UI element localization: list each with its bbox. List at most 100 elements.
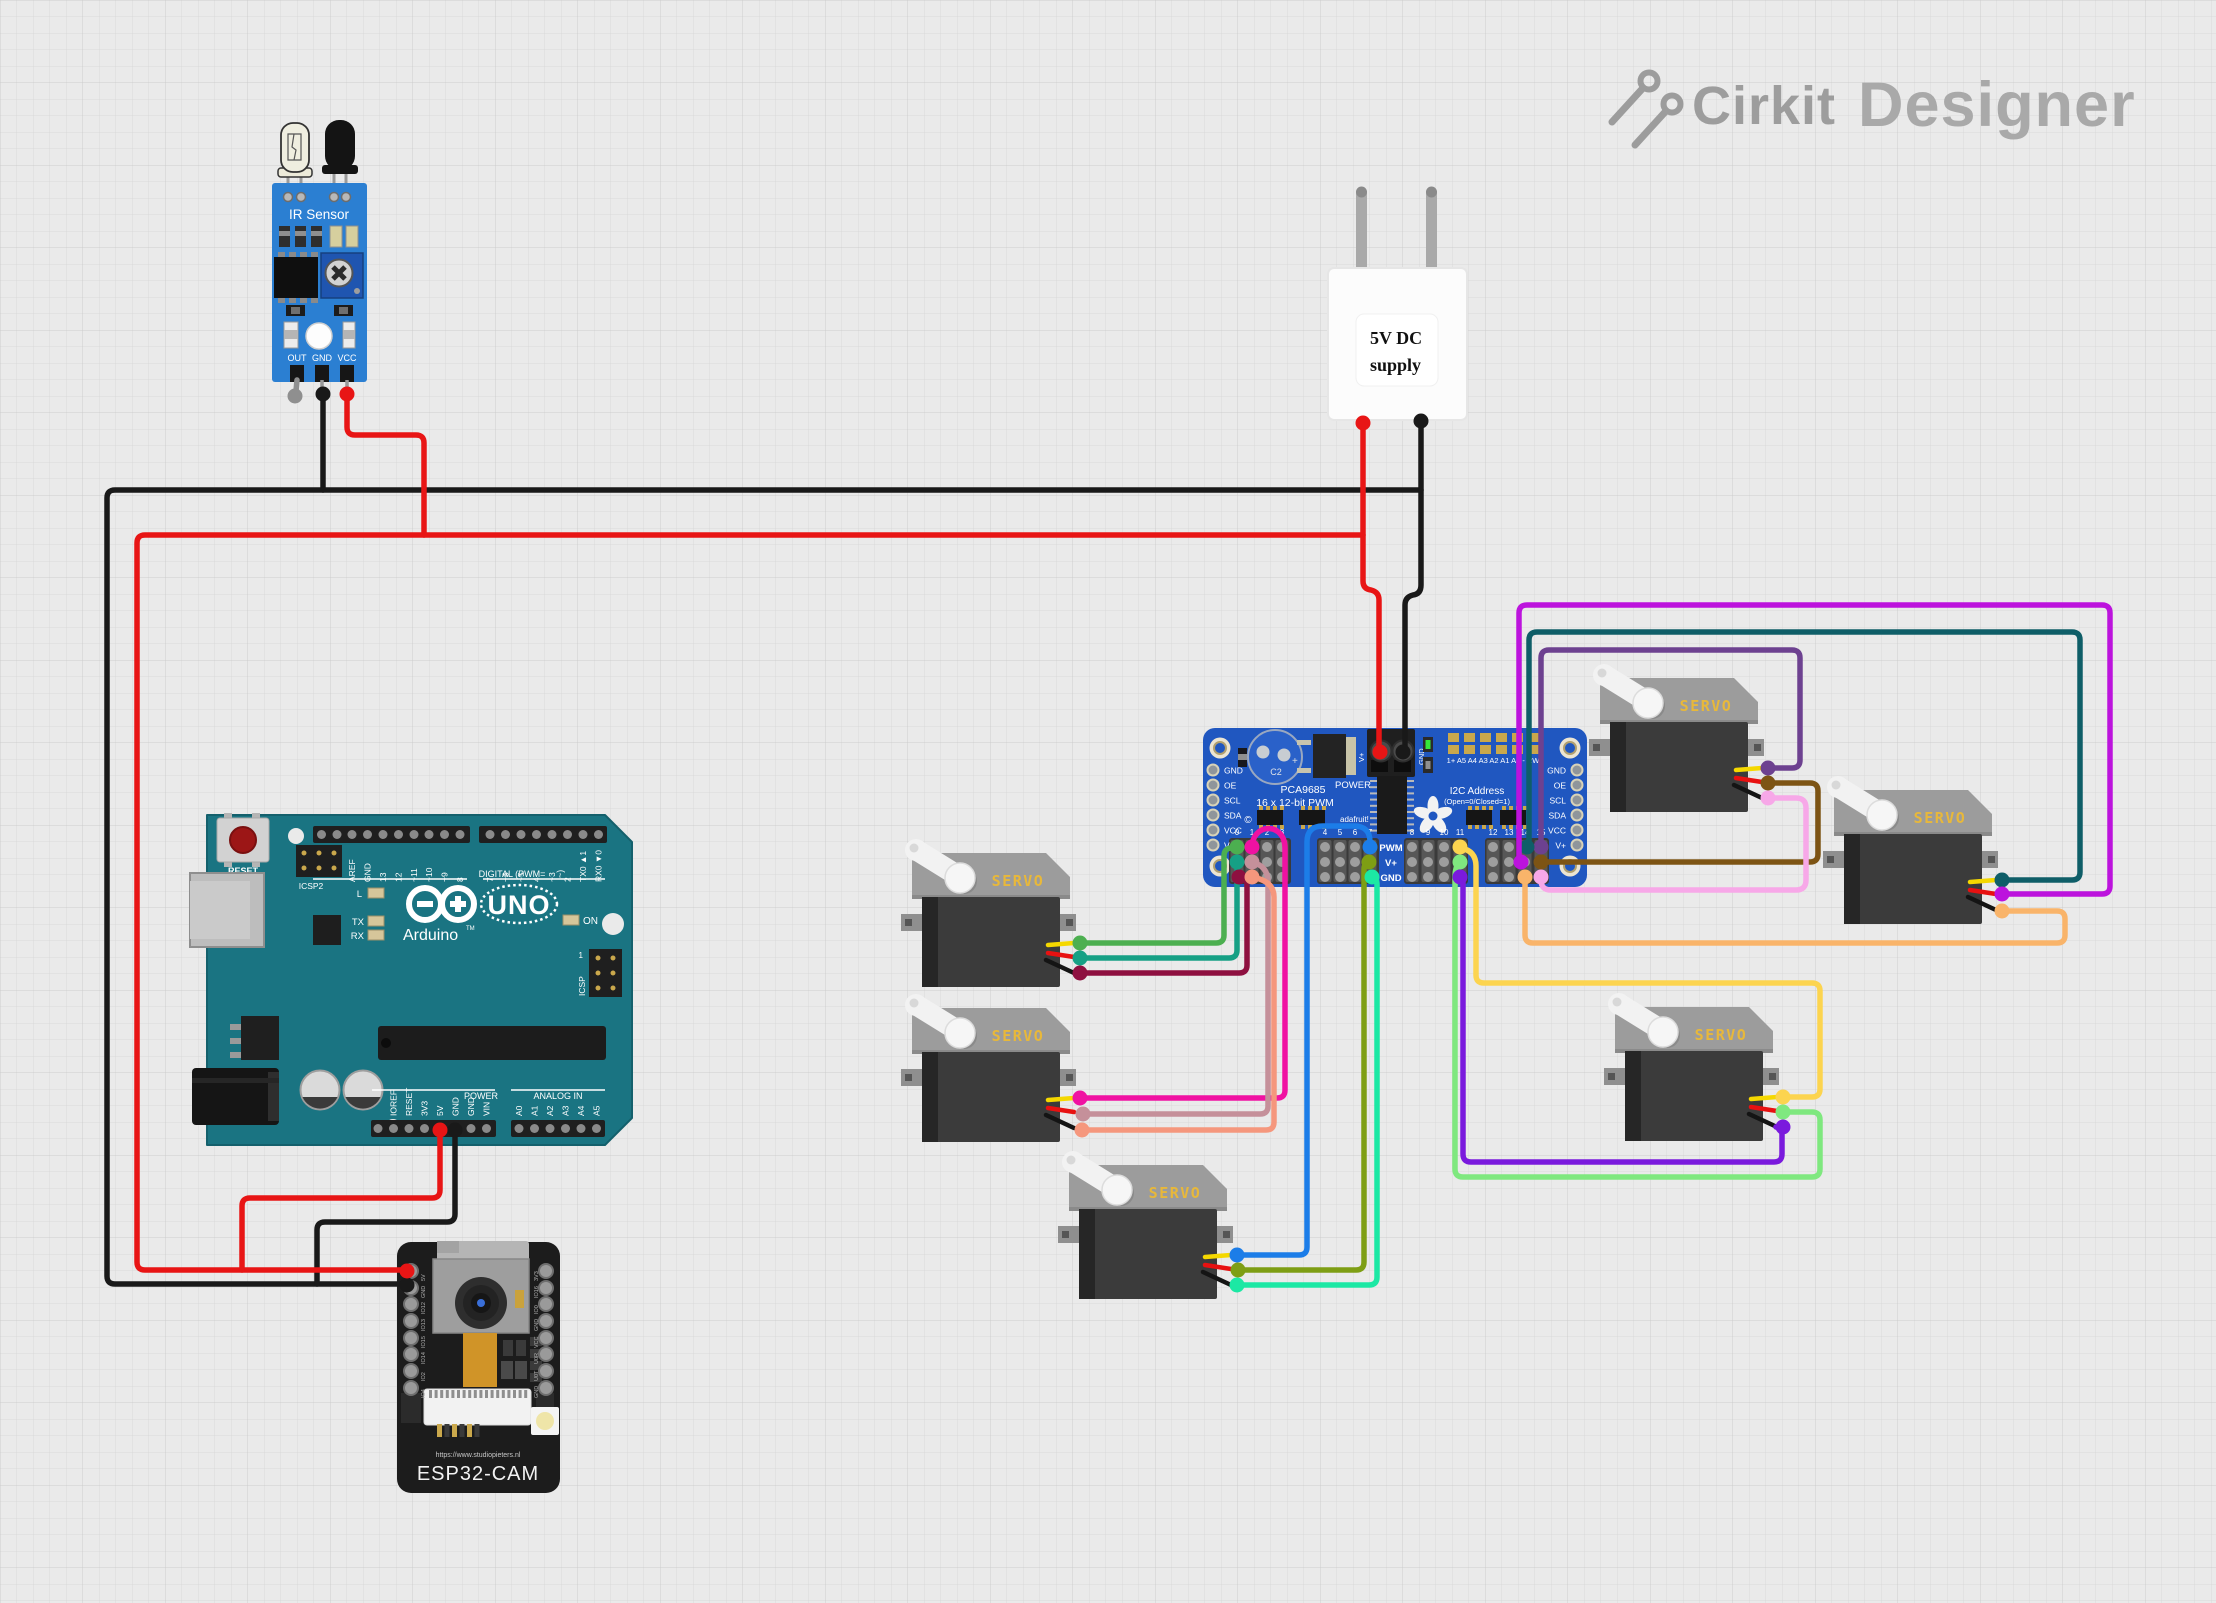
wire-s5-power-terminal[interactable] — [1994, 886, 2010, 902]
wire-s2-power-terminal[interactable] — [1244, 854, 1260, 870]
esp32-pin-right[interactable] — [538, 1280, 554, 1296]
servo-header-block[interactable] — [1404, 838, 1468, 884]
header-pin[interactable] — [1488, 857, 1498, 867]
header-pin[interactable] — [1488, 842, 1498, 852]
header-pin[interactable] — [1335, 842, 1345, 852]
wire-s2-power-terminal[interactable] — [1075, 1106, 1091, 1122]
wire-s1-power[interactable] — [1077, 860, 1240, 961]
reset-button[interactable] — [216, 813, 270, 867]
digital-pin[interactable] — [363, 830, 372, 839]
wire-s2-signal-terminal[interactable] — [1244, 839, 1260, 855]
wire-vcc-rail[interactable] — [134, 532, 1366, 1273]
wire-supply-vcc[interactable] — [1360, 420, 1382, 754]
header-pin[interactable] — [1439, 842, 1449, 852]
wire-s4-signal-terminal[interactable] — [1533, 839, 1549, 855]
wire-s2-ground-terminal[interactable] — [1244, 869, 1260, 885]
wire-s4-ground[interactable] — [1538, 795, 1809, 893]
esp32-pin-right[interactable] — [538, 1263, 554, 1279]
wire-s2-ground-terminal[interactable] — [1074, 1122, 1090, 1138]
digital-pin[interactable] — [501, 830, 510, 839]
digital-pin[interactable] — [394, 830, 403, 839]
header-pin[interactable] — [1504, 857, 1514, 867]
wire-s2-power[interactable] — [1080, 859, 1271, 1117]
header-pin[interactable] — [1350, 842, 1360, 852]
digital-pin[interactable] — [516, 830, 526, 839]
power-analog-pin[interactable] — [561, 1124, 570, 1133]
wire-s5-ground[interactable] — [1522, 874, 2068, 946]
header-pin[interactable] — [1262, 857, 1272, 867]
esp32-pin-left[interactable] — [403, 1346, 419, 1362]
wire-s4-power-terminal[interactable] — [1760, 775, 1776, 791]
digital-pin[interactable] — [455, 830, 465, 839]
servo-motor-6[interactable]: SERVO — [1604, 993, 1780, 1141]
esp32-cam-board[interactable]: https://www.studiopieters.nl ESP32-CAM 5… — [397, 1241, 560, 1493]
breakout-pin-left[interactable] — [1206, 778, 1220, 792]
esp32-pin-right[interactable] — [538, 1363, 554, 1379]
header-pin[interactable] — [1262, 842, 1272, 852]
breakout-pin-right[interactable] — [1570, 793, 1584, 807]
wire-s3-ground-terminal[interactable] — [1229, 1277, 1245, 1293]
wire-s5-ground-terminal[interactable] — [1994, 903, 2010, 919]
wire-s3-power-terminal[interactable] — [1230, 1262, 1246, 1278]
wire-supply-gnd-terminal[interactable] — [1413, 413, 1429, 429]
wire-supply-gnd[interactable] — [1402, 418, 1424, 754]
wire-supply-vcc-terminal[interactable] — [1372, 744, 1388, 760]
power-analog-pin[interactable] — [530, 1124, 539, 1133]
wire-s1-ground-terminal[interactable] — [1072, 965, 1088, 981]
wire-supply-gnd-terminal[interactable] — [1395, 744, 1411, 760]
wire-s1-power-terminal[interactable] — [1229, 854, 1245, 870]
wire-s1-ground-terminal[interactable] — [1231, 869, 1247, 885]
arduino-uno-board[interactable]: RESET ICSP2 DIGITAL (PWM= ~) L TX RX — [189, 813, 633, 1146]
servo-motor-4[interactable]: SERVO — [1589, 664, 1765, 812]
power-analog-pin[interactable] — [420, 1124, 429, 1133]
header-pin[interactable] — [1488, 872, 1498, 882]
breakout-pin-right[interactable] — [1570, 838, 1584, 852]
power-analog-pin[interactable] — [545, 1124, 555, 1133]
header-pin[interactable] — [1423, 842, 1433, 852]
digital-pin[interactable] — [317, 830, 326, 839]
wire-arduino-5v-terminal[interactable] — [432, 1122, 448, 1138]
header-pin[interactable] — [1320, 857, 1330, 867]
wire-ir-vcc[interactable] — [344, 391, 427, 538]
esp32-pin-right[interactable] — [538, 1296, 554, 1312]
esp32-pin-right[interactable] — [538, 1313, 554, 1329]
power-analog-pin[interactable] — [389, 1124, 398, 1133]
icsp2-header[interactable] — [296, 845, 342, 877]
wire-arduino-gnd[interactable] — [314, 1127, 458, 1287]
wire-s1-signal-terminal[interactable] — [1229, 839, 1245, 855]
header-pin[interactable] — [1439, 872, 1449, 882]
wire-s6-signal-terminal[interactable] — [1775, 1089, 1791, 1105]
digital-pin[interactable] — [485, 830, 495, 839]
servo-motor-2[interactable]: SERVO — [901, 994, 1077, 1142]
wire-s5-ground-terminal[interactable] — [1517, 869, 1533, 885]
power-analog-pin[interactable] — [373, 1124, 383, 1133]
wire-s5-power[interactable] — [1516, 602, 2113, 897]
wire-s5-signal-terminal[interactable] — [1519, 839, 1535, 855]
wire-s4-signal-terminal[interactable] — [1760, 760, 1776, 776]
wire-s5-signal[interactable] — [1526, 629, 2083, 883]
wire-s5-signal-terminal[interactable] — [1994, 872, 2010, 888]
breakout-pin-left[interactable] — [1206, 808, 1220, 822]
wire-arduino-5v[interactable] — [239, 1127, 443, 1273]
wire-s6-signal[interactable] — [1458, 845, 1823, 1100]
wire-s2-ground[interactable] — [1079, 874, 1277, 1133]
wire-vcc-rail-terminal[interactable] — [399, 1263, 415, 1279]
header-pin[interactable] — [1350, 857, 1360, 867]
header-pin[interactable] — [1407, 872, 1417, 882]
wire-s6-signal-terminal[interactable] — [1452, 839, 1468, 855]
power-analog-pin[interactable] — [404, 1124, 414, 1133]
wire-s2-signal[interactable] — [1077, 825, 1288, 1101]
servo-motor-3[interactable]: SERVO — [1058, 1151, 1234, 1299]
power-supply-5v[interactable]: 5V DC supply — [1327, 186, 1468, 421]
header-pin[interactable] — [1320, 842, 1330, 852]
wire-s3-signal-terminal[interactable] — [1229, 1247, 1245, 1263]
breakout-pin-left[interactable] — [1206, 793, 1220, 807]
breakout-pin-left[interactable] — [1206, 763, 1220, 777]
header-pin[interactable] — [1350, 872, 1360, 882]
power-analog-pin[interactable] — [514, 1124, 524, 1133]
esp32-pin-left[interactable] — [403, 1296, 419, 1312]
wire-s6-power-terminal[interactable] — [1452, 854, 1468, 870]
wire-s4-ground-terminal[interactable] — [1533, 869, 1549, 885]
esp32-pin-left[interactable] — [403, 1363, 419, 1379]
digital-pin[interactable] — [532, 830, 541, 839]
